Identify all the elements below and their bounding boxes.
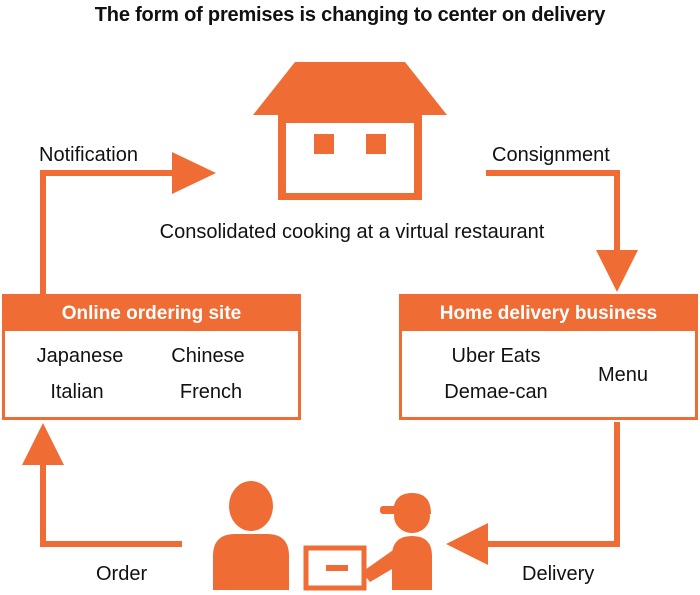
courier-icon (303, 493, 432, 591)
consignment-label: Consignment (492, 144, 610, 166)
service-demae-can: Demae-can (444, 381, 548, 403)
delivery-arrow (482, 422, 620, 547)
online-ordering-site-box: Online ordering site Japanese Chinese It… (2, 294, 301, 420)
consignment-arrowhead (596, 250, 638, 292)
notification-arrow (40, 170, 178, 294)
home-delivery-business-header: Home delivery business (402, 297, 695, 331)
menu-label: Menu (597, 364, 649, 386)
delivery-label: Delivery (522, 563, 595, 585)
home-delivery-business-box: Home delivery business Uber Eats Demae-c… (399, 294, 698, 420)
diagram-title: The form of premises is changing to cent… (94, 4, 606, 26)
customer-icon (213, 481, 289, 590)
order-arrow (40, 460, 182, 547)
cuisine-japanese: Japanese (36, 345, 124, 367)
notification-arrowhead (172, 152, 216, 194)
order-label: Order (96, 563, 148, 585)
notification-label: Notification (39, 144, 138, 166)
cuisine-italian: Italian (50, 381, 104, 403)
delivery-arrowhead (446, 523, 488, 565)
online-ordering-site-header: Online ordering site (5, 297, 298, 331)
cuisine-chinese: Chinese (171, 345, 245, 367)
consignment-arrow (486, 170, 620, 252)
order-arrowhead (22, 423, 64, 465)
house-icon (253, 62, 447, 200)
service-uber-eats: Uber Eats (451, 345, 541, 367)
cuisine-french: French (179, 381, 243, 403)
restaurant-caption: Consolidated cooking at a virtual restau… (159, 221, 545, 243)
